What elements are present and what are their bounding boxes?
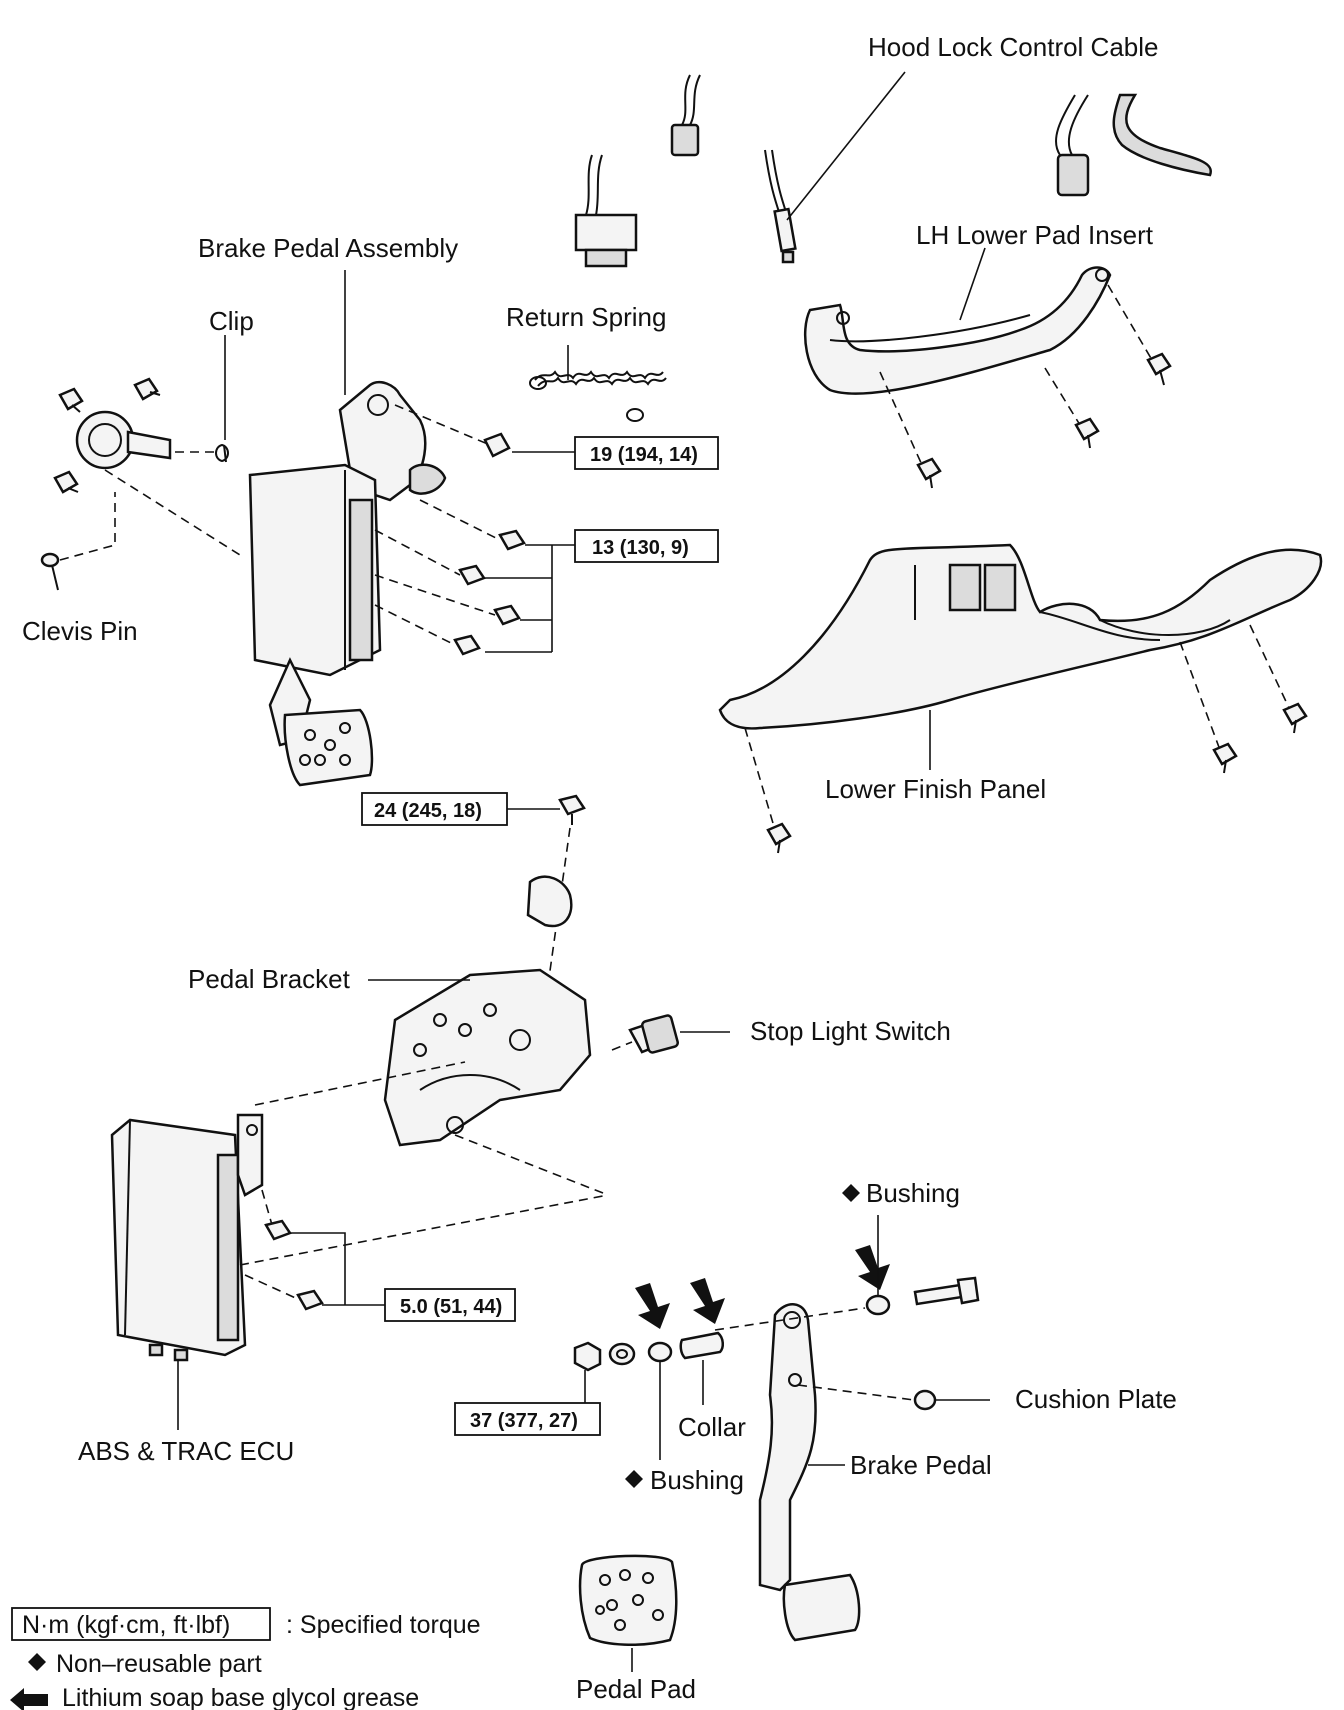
torque-13: 13 (130, 9) xyxy=(592,537,689,559)
pad-insert-screws xyxy=(879,284,1172,489)
label-clevis-pin: Clevis Pin xyxy=(22,616,138,646)
label-hood-lock-control-cable: Hood Lock Control Cable xyxy=(868,32,1159,62)
bushing-lower xyxy=(647,1341,673,1363)
label-lower-finish-panel: Lower Finish Panel xyxy=(825,774,1046,804)
pedal-bolt xyxy=(913,1276,980,1306)
grease-arrow-collar xyxy=(690,1278,725,1324)
label-collar: Collar xyxy=(678,1412,746,1442)
label-bushing-upper: Bushing xyxy=(866,1178,960,1208)
label-brake-pedal: Brake Pedal xyxy=(850,1450,992,1480)
label-return-spring: Return Spring xyxy=(506,302,666,332)
wire-harness-connectors xyxy=(574,74,1212,268)
clevis-assembly xyxy=(53,377,172,494)
label-lh-lower-pad-insert: LH Lower Pad Insert xyxy=(916,220,1154,250)
brake-pedal-assembly xyxy=(248,380,447,787)
collar xyxy=(679,1331,724,1360)
pedal-bracket xyxy=(383,968,592,1147)
grease-arrow-upper xyxy=(855,1245,890,1290)
diamond-icon xyxy=(625,1470,643,1488)
diamond-icon xyxy=(842,1184,860,1202)
legend-torque-unit: N·m (kgf·cm, ft·lbf) xyxy=(22,1611,230,1639)
clevis-pin xyxy=(40,552,60,591)
diamond-icon xyxy=(28,1653,46,1671)
label-clip: Clip xyxy=(209,306,254,336)
lower-finish-panel xyxy=(718,543,1323,854)
brake-pedal xyxy=(758,1303,861,1642)
label-stop-light-switch: Stop Light Switch xyxy=(750,1016,951,1046)
label-pedal-pad: Pedal Pad xyxy=(576,1674,696,1704)
label-cushion-plate: Cushion Plate xyxy=(1015,1384,1177,1414)
cushion-plate xyxy=(913,1389,937,1411)
lh-lower-pad-insert xyxy=(803,266,1112,395)
legend-non-reusable: Non–reusable part xyxy=(56,1650,262,1678)
legend: N·m (kgf·cm, ft·lbf) : Specified torque … xyxy=(10,1607,481,1710)
grease-arrow-lower xyxy=(635,1283,670,1329)
grease-arrow-icon xyxy=(10,1688,48,1710)
stop-light-switch xyxy=(611,1014,679,1054)
clip xyxy=(215,443,229,463)
return-spring xyxy=(529,370,667,422)
label-abs-trac-ecu: ABS & TRAC ECU xyxy=(78,1436,294,1466)
hood-lock-control-cable xyxy=(764,71,906,264)
torque-5: 5.0 (51, 44) xyxy=(400,1296,502,1318)
legend-grease: Lithium soap base glycol grease xyxy=(62,1684,419,1710)
bracket-plate xyxy=(526,875,573,928)
legend-torque-desc: : Specified torque xyxy=(286,1611,481,1639)
pedal-pad xyxy=(578,1554,678,1647)
washer xyxy=(608,1342,636,1366)
nut xyxy=(573,1341,602,1372)
label-brake-pedal-assembly: Brake Pedal Assembly xyxy=(198,233,458,263)
label-bushing-lower: Bushing xyxy=(650,1465,744,1495)
bushing-upper xyxy=(865,1294,891,1316)
torque-24: 24 (245, 18) xyxy=(374,800,482,822)
torque-19: 19 (194, 14) xyxy=(590,444,698,466)
label-pedal-bracket: Pedal Bracket xyxy=(188,964,351,994)
abs-trac-ecu xyxy=(110,1113,264,1362)
torque-37: 37 (377, 27) xyxy=(470,1410,578,1432)
